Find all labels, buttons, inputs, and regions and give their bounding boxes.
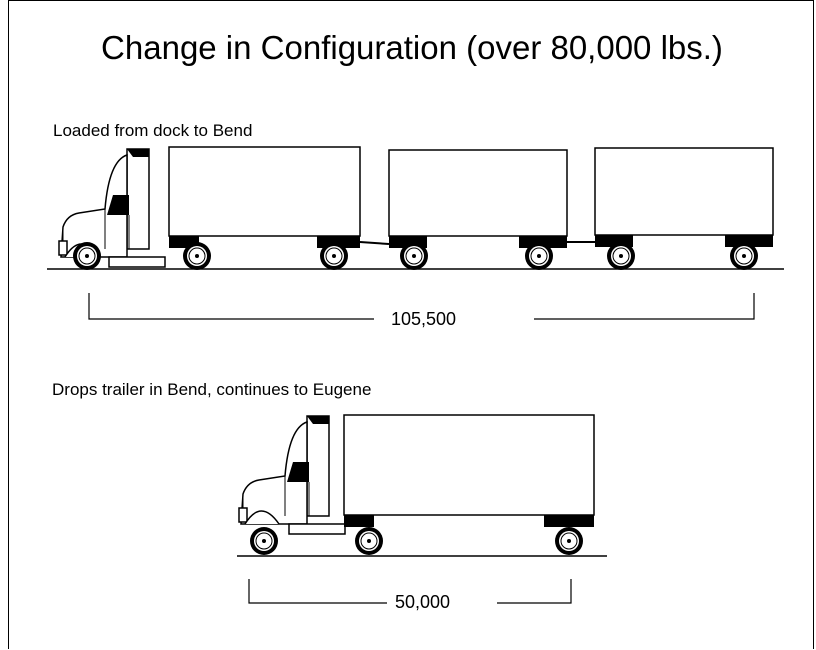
- slide-title: Change in Configuration (over 80,000 lbs…: [101, 29, 723, 66]
- scenario-2-caption: Drops trailer in Bend, continues to Euge…: [52, 380, 372, 399]
- gross-weight-label-1: 105,500: [383, 309, 465, 330]
- trailer-single: [343, 414, 595, 516]
- single-trailer-truck: [237, 414, 607, 557]
- trailer-2: [388, 149, 568, 237]
- triple-trailer-truck: [47, 146, 784, 271]
- slide: Change in Configuration (over 80,000 lbs…: [8, 0, 814, 649]
- trailer-3: [594, 147, 774, 236]
- scenario-1-caption: Loaded from dock to Bend: [53, 121, 253, 140]
- dimension-bracket-2: [248, 579, 572, 604]
- gross-weight-label-2: 50,000: [387, 592, 459, 613]
- truck-illustrations: [47, 146, 784, 604]
- tractor-cab-icon: [238, 415, 346, 535]
- trailer-1: [168, 146, 361, 237]
- dimension-bracket-1: [88, 293, 755, 320]
